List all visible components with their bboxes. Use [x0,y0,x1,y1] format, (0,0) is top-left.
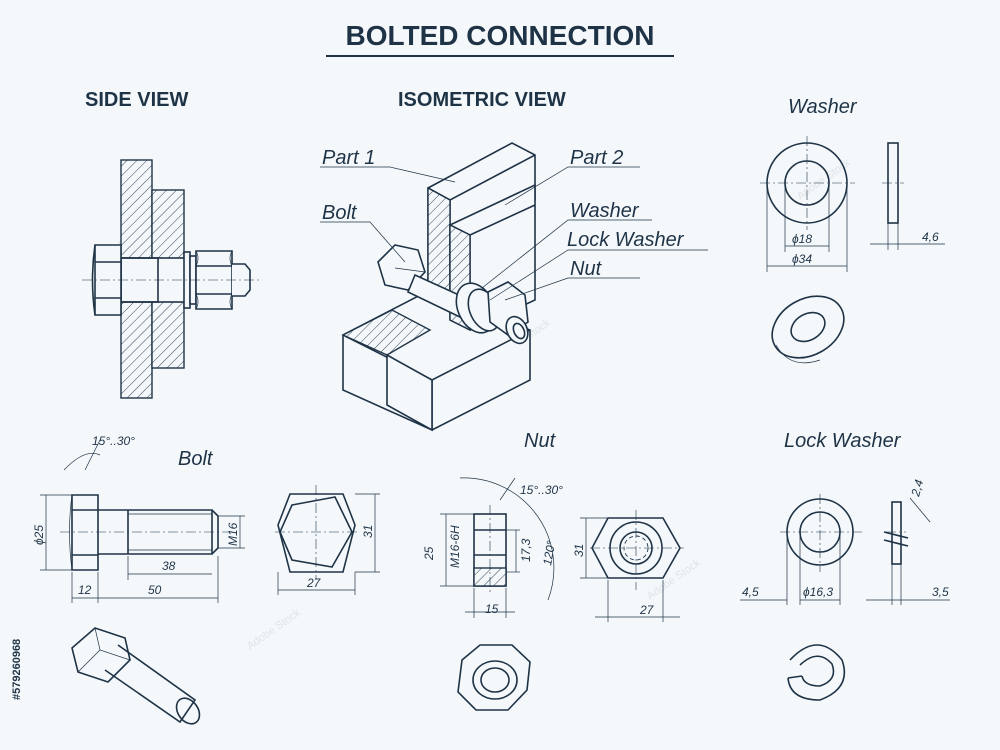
side-view-drawing [82,159,262,399]
callout-part1: Part 1 [322,147,375,169]
washer-thickness: 4,6 [922,230,939,244]
bolt-title: Bolt [178,448,214,470]
nut-thickness: 15 [485,602,499,616]
callout-bolt: Bolt [322,202,358,224]
bolt-thread-length: 38 [162,559,176,573]
bolt-chamfer-angle: 15°..30° [92,434,135,448]
bolt-detail [40,439,380,725]
nut-across-flats: 27 [639,603,655,617]
callout-nut: Nut [570,258,603,280]
lock-washer-inner-dia: ϕ16,3 [803,585,833,599]
watermark-text: Adobe Stock [645,557,703,603]
lock-washer-split-width: 2,4 [908,478,926,499]
iso-leaders [320,166,708,301]
bolt-across-flats: 27 [306,576,322,590]
isometric-drawing [341,142,536,432]
stock-id: #579260968 [11,639,23,700]
bolt-head-height: 12 [78,583,92,597]
watermark-text: Adobe Stock [245,607,303,653]
nut-across-corners: 31 [572,544,586,557]
lock-washer-detail [740,494,950,701]
callout-washer: Washer [570,200,640,222]
nut-title: Nut [524,430,557,452]
washer-detail [760,136,945,364]
nut-height-inner: 17,3 [519,538,533,562]
callout-lock-washer: Lock Washer [567,229,685,251]
page-title: BOLTED CONNECTION [345,20,654,51]
washer-inner-dia: ϕ18 [792,232,812,246]
bolt-length: 50 [148,583,162,597]
washer-outer-dia: ϕ34 [792,252,812,266]
bolt-thread: M16 [226,522,240,546]
isometric-view-title: ISOMETRIC VIEW [398,89,566,111]
callout-part2: Part 2 [570,147,623,169]
bolt-across-corners: 31 [361,525,375,538]
side-view-title: SIDE VIEW [85,89,188,111]
nut-detail [440,477,684,711]
nut-chamfer-angle: 15°..30° [520,483,563,497]
washer-title: Washer [788,96,858,118]
lock-washer-thickness: 3,5 [932,585,949,599]
lock-washer-title: Lock Washer [784,430,902,452]
nut-angle: 120° [540,539,558,566]
bolt-head-dia: ϕ25 [32,525,46,545]
nut-height-total: 25 [422,546,436,561]
nut-thread: M16-6H [448,525,462,568]
lock-washer-wall: 4,5 [742,585,759,599]
